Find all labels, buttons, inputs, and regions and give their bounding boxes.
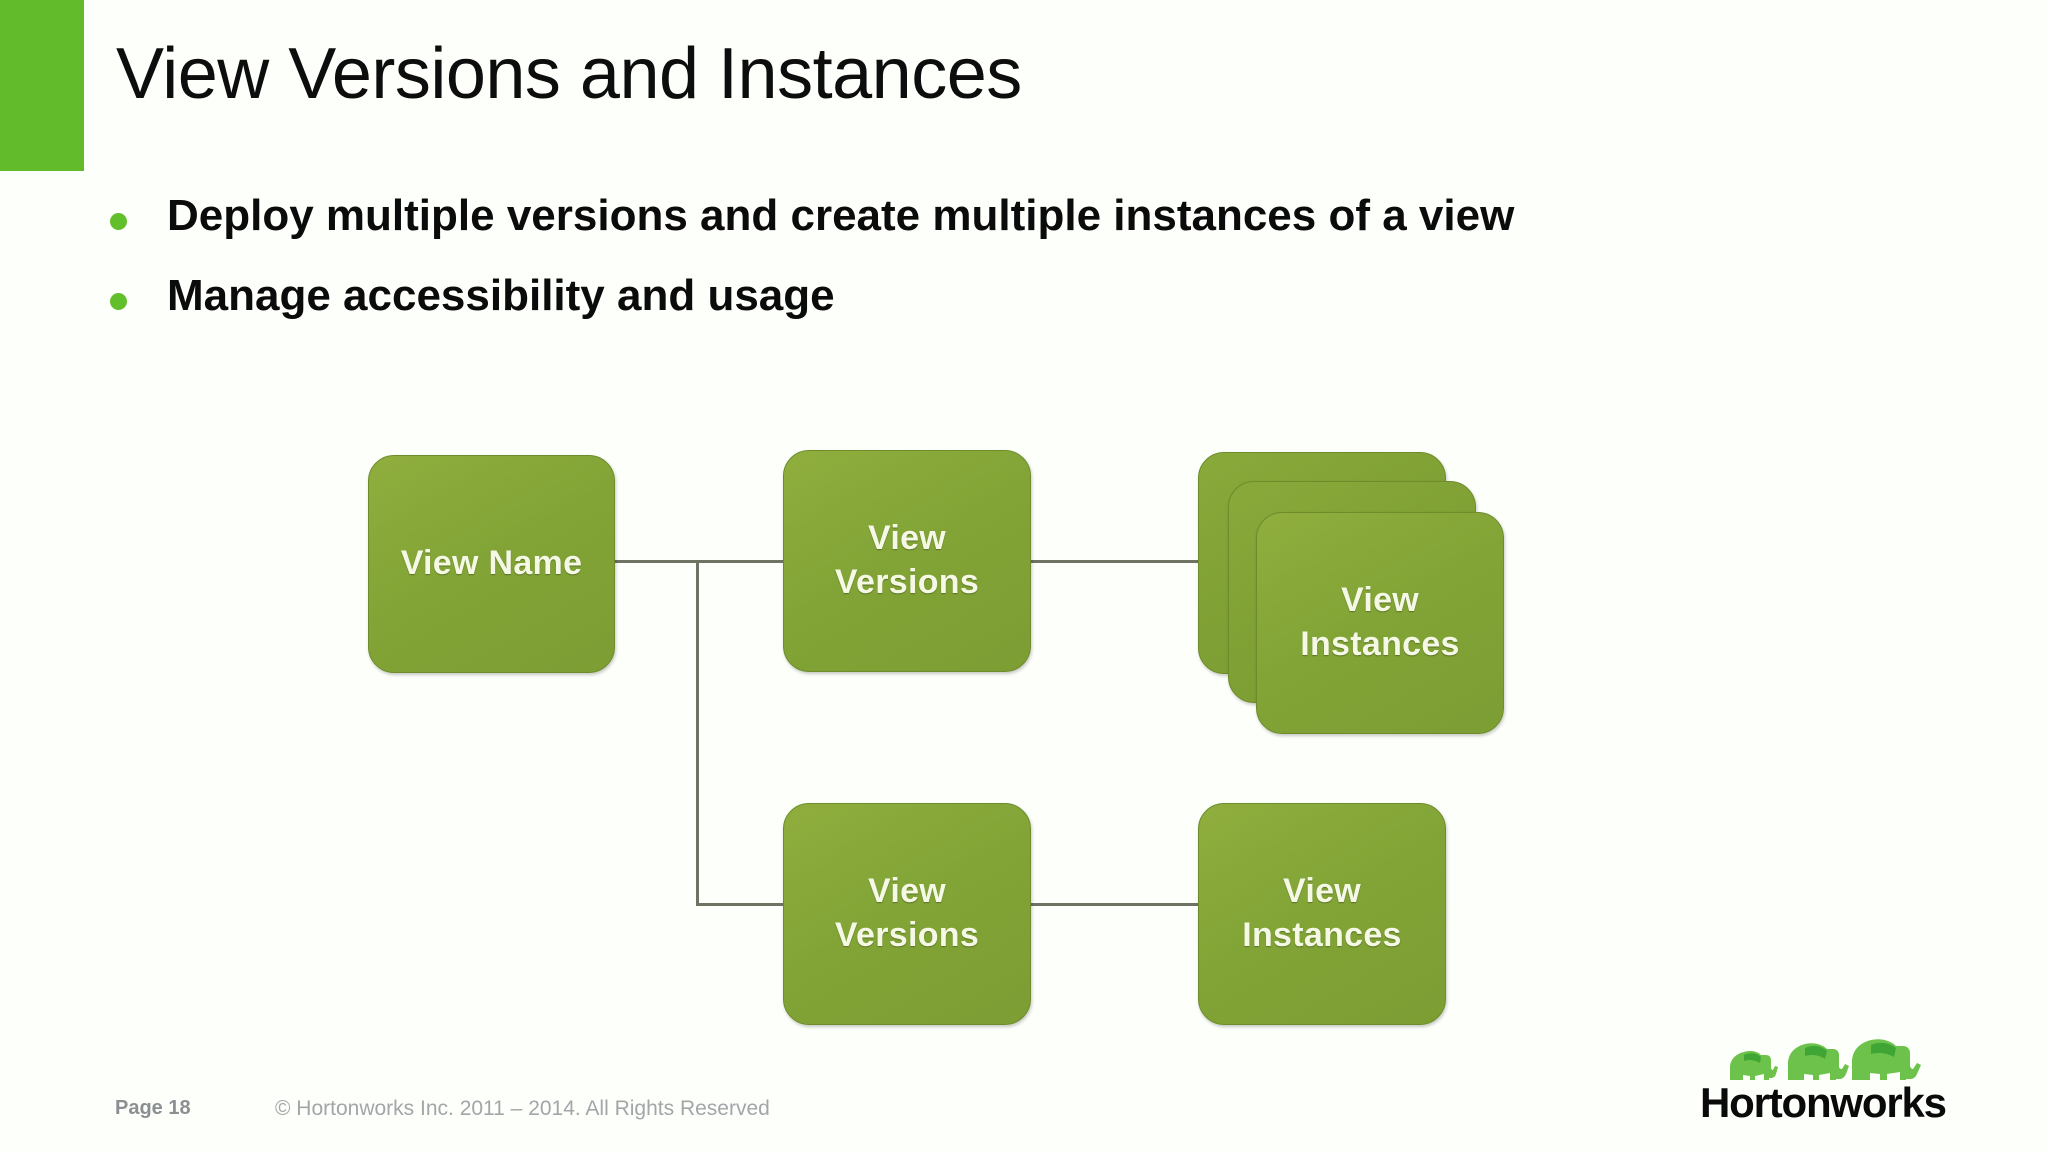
list-item: Deploy multiple versions and create mult… [110,190,1910,242]
bullet-list: Deploy multiple versions and create mult… [110,190,1910,350]
node-view-instances-bottom-line1: View [1282,872,1362,911]
hortonworks-logo: Hortonworks [1700,1024,1947,1132]
node-view-versions-top-line1: View [867,519,947,558]
title-accent-bar [0,0,84,171]
bullet-dot-icon [110,292,127,310]
elephants-icon [1730,1039,1921,1080]
node-view-versions-bottom[interactable]: View Versions [783,803,1031,1025]
connector-versions-to-instances-top [1028,560,1198,563]
connector-viewname-to-versions-top [612,560,802,563]
node-view-instances-bottom[interactable]: View Instances [1198,803,1446,1025]
node-view-versions-bottom-line2: Versions [834,916,980,954]
bullet-dot-icon [110,213,127,230]
connector-branch-to-versions-bottom [696,903,806,906]
page-title: View Versions and Instances [116,34,1022,114]
node-view-instances-top[interactable]: View Instances [1256,512,1504,734]
node-view-instances-bottom-line2: Instances [1242,916,1402,954]
node-view-name-label: View Name [400,544,583,583]
list-item: Manage accessibility and usage [110,270,1910,322]
bullet-text: Deploy multiple versions and create mult… [167,191,1515,240]
node-view-instances-top-line2: Instances [1300,625,1460,663]
node-view-versions-top[interactable]: View Versions [783,450,1031,672]
bullet-text: Manage accessibility and usage [167,270,835,320]
copyright-notice: © Hortonworks Inc. 2011 – 2014. All Righ… [275,1097,770,1120]
node-view-versions-bottom-line1: View [867,872,947,911]
page-number: Page 18 [115,1097,191,1119]
hortonworks-wordmark: Hortonworks [1700,1079,1947,1126]
node-view-instances-top-line1: View [1340,581,1420,620]
node-view-name[interactable]: View Name [368,455,615,673]
connector-branch-vertical [696,560,699,905]
node-view-versions-top-line2: Versions [834,563,980,601]
connector-versions-to-instances-bottom [1028,903,1198,906]
